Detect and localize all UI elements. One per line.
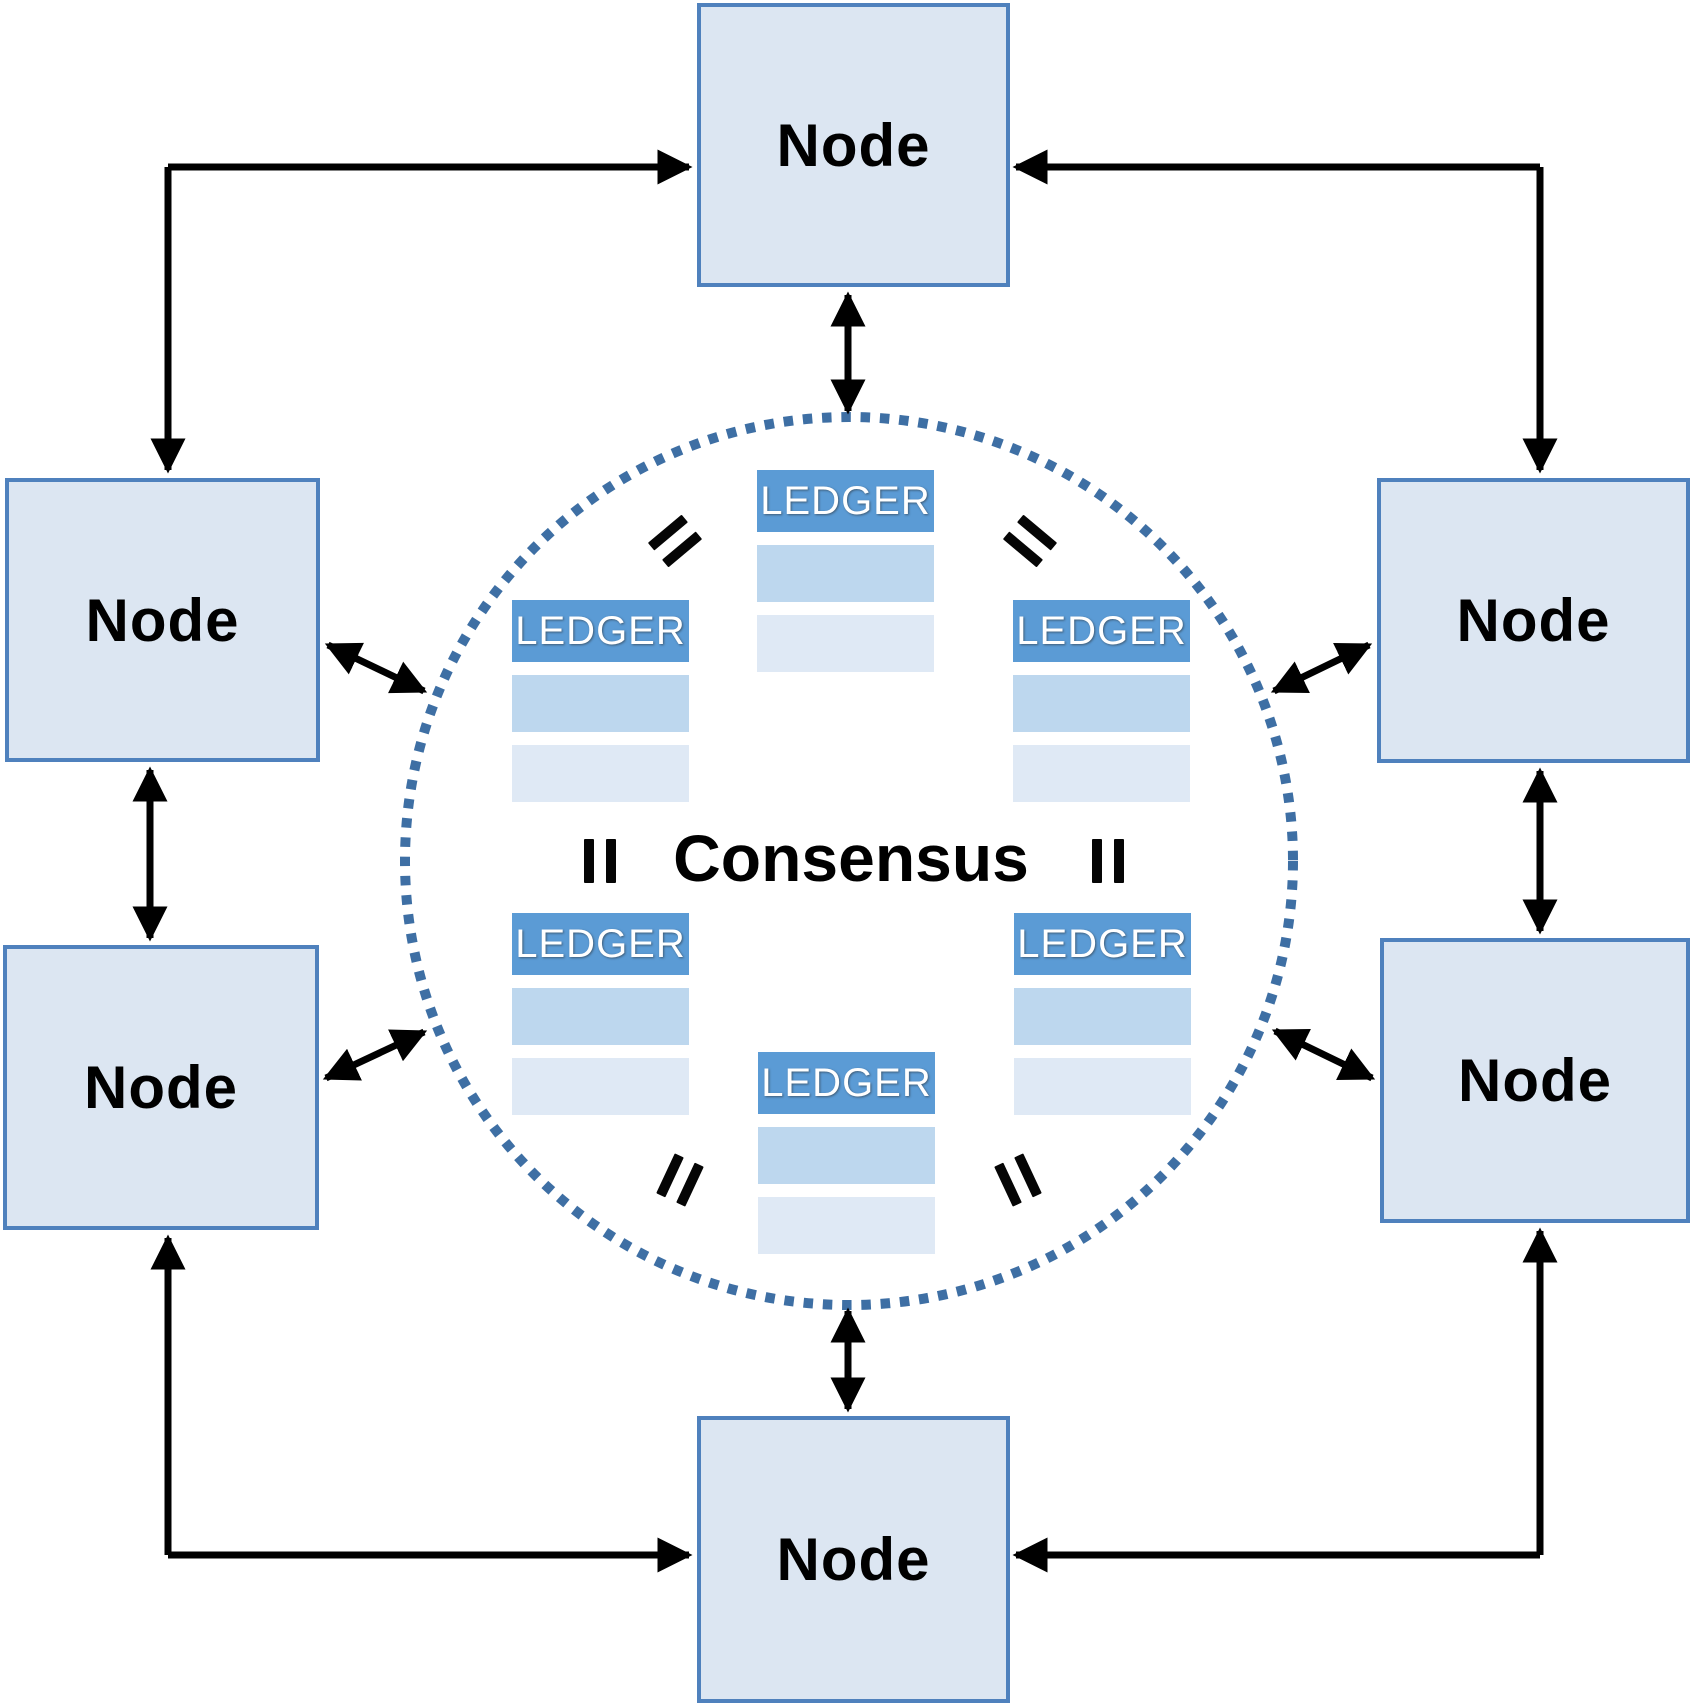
- equals-bar: [606, 839, 616, 883]
- node-label: Node: [776, 1526, 931, 1593]
- ledger-header: LEDGER: [757, 470, 934, 532]
- ledger-left-upper: LEDGER: [512, 600, 689, 802]
- node-label: Node: [85, 586, 240, 654]
- ledger-row: [1014, 988, 1191, 1045]
- ledger-right-upper: LEDGER: [1013, 600, 1190, 802]
- node-label: Node: [1458, 1047, 1612, 1114]
- equals-sign: [584, 839, 616, 883]
- ledger-bottom: LEDGER: [758, 1052, 935, 1254]
- ledger-row: [1013, 675, 1190, 732]
- ledger-header: LEDGER: [758, 1052, 935, 1114]
- ledger-left-lower: LEDGER: [512, 913, 689, 1115]
- ledger-row: [1013, 745, 1190, 802]
- consensus-title: Consensus: [673, 821, 1029, 895]
- arrow-leftupper-circle: [324, 641, 428, 695]
- node-left-lower: Node: [3, 945, 319, 1230]
- ledger-row: [757, 615, 934, 672]
- arrow-rightlower-circle: [1271, 1027, 1376, 1082]
- node-bottom: Node: [697, 1416, 1010, 1703]
- equals-bar: [1114, 839, 1124, 883]
- ledger-row: [512, 675, 689, 732]
- node-right-upper: Node: [1377, 478, 1690, 763]
- ledger-row: [512, 1058, 689, 1115]
- node-right-lower: Node: [1380, 938, 1690, 1223]
- ledger-row: [512, 988, 689, 1045]
- node-label: Node: [1456, 587, 1611, 654]
- node-label: Node: [776, 111, 931, 179]
- ledger-row: [1014, 1058, 1191, 1115]
- node-label: Node: [84, 1054, 238, 1121]
- arrow-leftlower-circle: [322, 1028, 428, 1082]
- equals-sign: [1092, 839, 1124, 883]
- ledger-right-lower: LEDGER: [1014, 913, 1191, 1115]
- ledger-header: LEDGER: [512, 913, 689, 975]
- ledger-row: [758, 1197, 935, 1254]
- arrow-rightupper-circle: [1270, 641, 1373, 695]
- node-left-upper: Node: [5, 478, 320, 762]
- equals-bar: [1092, 839, 1102, 883]
- ledger-header: LEDGER: [1014, 913, 1191, 975]
- node-top: Node: [697, 3, 1010, 287]
- ledger-header: LEDGER: [1013, 600, 1190, 662]
- ledger-row: [512, 745, 689, 802]
- consensus-circle-dotted-border: [400, 412, 1298, 1310]
- ledger-header: LEDGER: [512, 600, 689, 662]
- ledger-top: LEDGER: [757, 470, 934, 672]
- ledger-row: [758, 1127, 935, 1184]
- ledger-row: [757, 545, 934, 602]
- equals-bar: [584, 839, 594, 883]
